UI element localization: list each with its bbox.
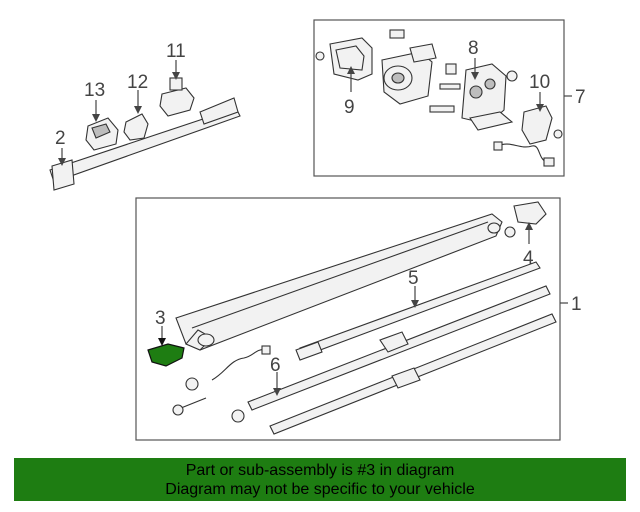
callout-1: 1 [571,294,582,315]
assembly-1-frame [135,197,561,441]
arrow-9 [347,66,355,74]
arrow-3 [158,338,166,346]
part-12-gasket [123,113,149,141]
part-9-bracket [315,37,373,81]
lower-bracket [391,367,421,389]
harness-lower [211,349,267,381]
connector-7a [493,141,503,151]
part-rocker-molding [175,213,503,351]
part-13-module [85,117,119,151]
part-4-end-cap [504,201,547,238]
harness-connector [261,345,271,355]
callout-11: 11 [166,41,186,62]
callout-8: 8 [468,38,479,59]
callout-9: 9 [344,97,355,118]
assembly-7-frame [313,19,565,177]
part-10-cover [521,105,563,145]
arrow-8 [471,72,479,80]
arrow-6 [273,388,281,396]
callout-5: 5 [408,268,419,289]
part-2-strip [49,97,241,191]
callout-12: 12 [127,72,148,93]
arrow-4 [525,222,533,230]
arrow-10 [536,104,544,112]
fastener-b [172,404,184,416]
callout-2: 2 [55,128,66,149]
fastener-a [185,377,199,391]
arrow-5 [411,300,419,308]
part-5-clip [295,341,323,361]
callout-7: 7 [575,87,586,108]
arrow-13 [92,114,100,122]
harness-7 [497,143,547,163]
callout-13: 13 [84,80,105,101]
part-3-highlighted[interactable] [147,343,185,367]
callout-4: 4 [523,248,534,269]
callout-3: 3 [155,308,166,329]
part-11-sensor [159,77,195,117]
callout-10: 10 [529,72,550,93]
arrow-11 [172,72,180,80]
banner-line-1: Part or sub-assembly is #3 in diagram [185,461,455,479]
arrow-12 [134,106,142,114]
info-banner: Part or sub-assembly is #3 in diagram Di… [14,458,626,501]
fastener-c [231,409,245,423]
part-8-actuator [461,63,518,131]
banner-line-2: Diagram may not be specific to your vehi… [165,480,475,498]
parts-diagram: 7 9 8 10 [49,19,586,441]
retainer-bracket [379,331,409,353]
callout-6: 6 [270,355,281,376]
arrow-2 [58,158,66,166]
connector-7b [543,157,555,167]
part-motor-assembly [381,29,461,113]
